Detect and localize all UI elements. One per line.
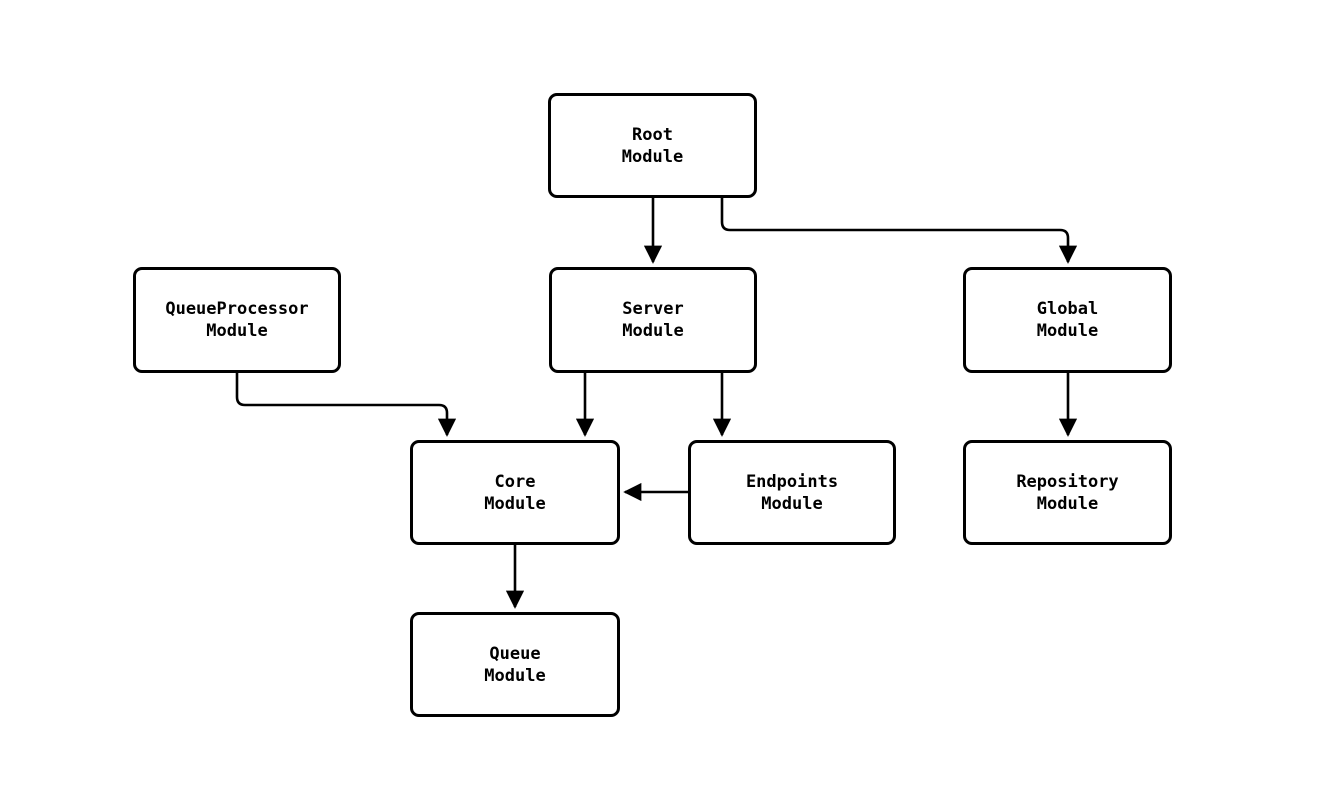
node-repository-module-label: Repository Module: [1016, 471, 1119, 514]
node-root-module: Root Module: [548, 93, 757, 198]
node-server-module: Server Module: [549, 267, 757, 373]
node-queue-module: Queue Module: [410, 612, 620, 717]
node-core-module: Core Module: [410, 440, 620, 545]
node-queueprocessor-module-label: QueueProcessor Module: [165, 299, 309, 341]
node-global-module: Global Module: [963, 267, 1172, 373]
edge-root-to-global: [720, 198, 1078, 264]
node-repository-module: Repository Module: [963, 440, 1172, 545]
edge-queueprocessor-to-core: [235, 373, 457, 437]
node-server-module-label: Server Module: [622, 299, 684, 341]
node-endpoints-module-label: Endpoints Module: [745, 471, 839, 514]
node-global-module-label: Global Module: [1036, 299, 1099, 341]
node-root-module-label: Root Module: [621, 124, 684, 167]
node-core-module-label: Core Module: [484, 471, 546, 514]
node-queueprocessor-module: QueueProcessor Module: [133, 267, 341, 373]
node-endpoints-module: Endpoints Module: [688, 440, 896, 545]
node-queue-module-label: Queue Module: [484, 643, 546, 686]
